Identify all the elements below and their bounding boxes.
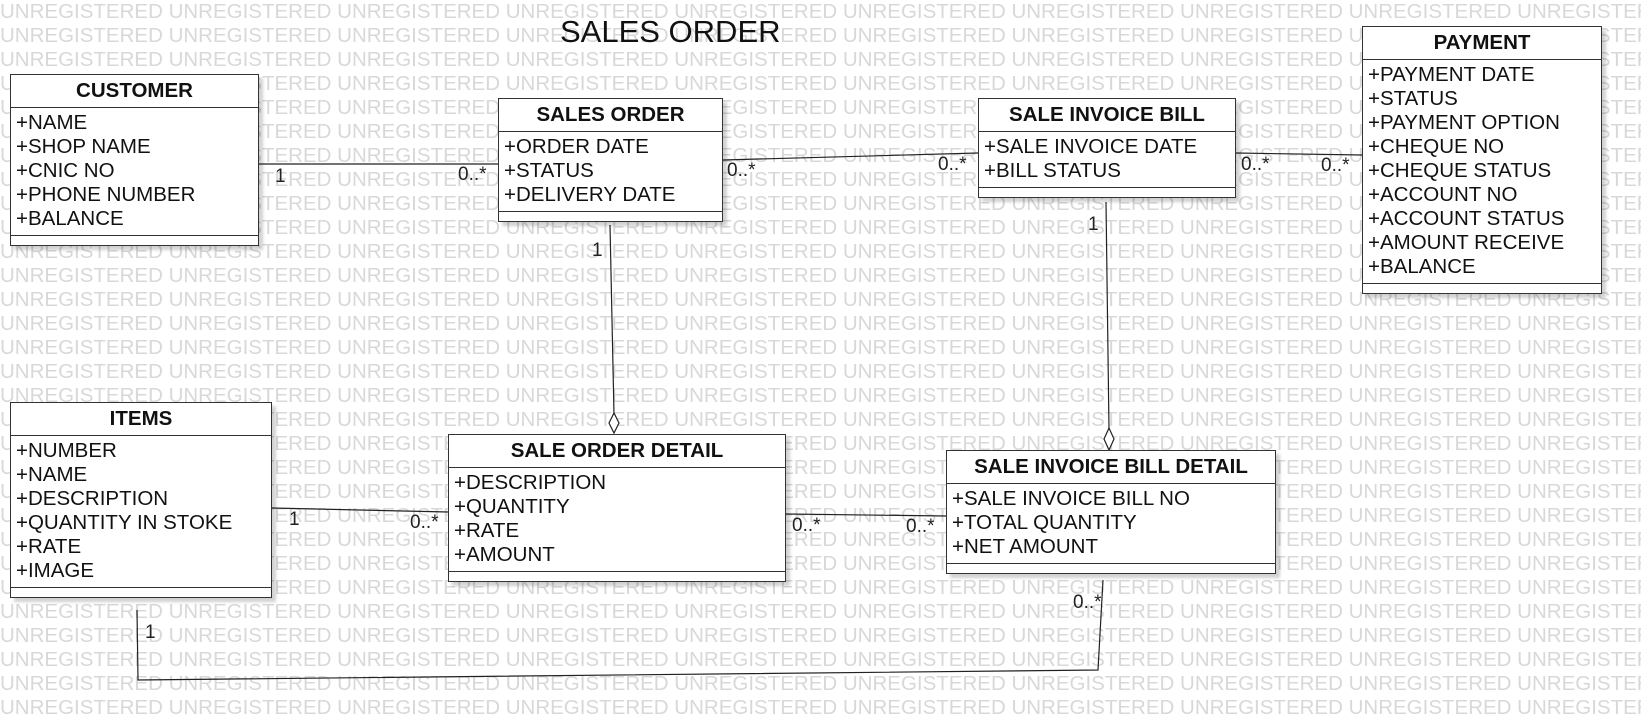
attribute: +NAME [16, 463, 88, 486]
attribute: +STATUS [1368, 87, 1458, 110]
attribute: +SHOP NAME [16, 135, 151, 158]
multiplicity-label: 0..* [1241, 154, 1270, 175]
aggregation-sales-order-sale-order-detail [609, 224, 615, 416]
attribute: +ORDER DATE [504, 135, 649, 158]
attribute-list: +ORDER DATE +STATUS +DELIVERY DATE [499, 132, 722, 212]
association-items-sale-order-detail [271, 507, 449, 513]
attribute: +DELIVERY DATE [504, 183, 676, 206]
attribute: +CHEQUE STATUS [1368, 159, 1552, 182]
association-items-sale-invoice-bill-detail [136, 579, 1104, 681]
aggregation-diamond-sale-order-detail [608, 411, 620, 435]
multiplicity-label: 0..* [410, 512, 439, 533]
multiplicity-label: 1 [275, 166, 286, 187]
attribute: +PAYMENT OPTION [1368, 111, 1560, 134]
operations-compartment [979, 188, 1235, 197]
attribute: +CHEQUE NO [1368, 135, 1505, 158]
attribute: +QUANTITY [454, 495, 570, 518]
multiplicity-label: 0..* [1073, 592, 1102, 613]
attribute: +PHONE NUMBER [16, 183, 196, 206]
attribute: +TOTAL QUANTITY [952, 511, 1137, 534]
attribute-list: +PAYMENT DATE +STATUS +PAYMENT OPTION +C… [1363, 60, 1601, 284]
attribute-list: +SALE INVOICE DATE +BILL STATUS [979, 132, 1235, 188]
attribute: +PAYMENT DATE [1368, 63, 1535, 86]
multiplicity-label: 0..* [938, 154, 967, 175]
attribute: +DESCRIPTION [454, 471, 607, 494]
attribute: +BILL STATUS [984, 159, 1121, 182]
attribute: +QUANTITY IN STOKE [16, 511, 233, 534]
attribute: +AMOUNT [454, 543, 555, 566]
class-name: CUSTOMER [11, 75, 258, 108]
class-sale-order-detail[interactable]: SALE ORDER DETAIL +DESCRIPTION +QUANTITY… [448, 434, 786, 582]
attribute: +RATE [454, 519, 520, 542]
attribute: +ACCOUNT STATUS [1368, 207, 1565, 230]
multiplicity-label: 0..* [727, 160, 756, 181]
attribute: +NUMBER [16, 439, 117, 462]
class-sale-invoice-bill-detail[interactable]: SALE INVOICE BILL DETAIL +SALE INVOICE B… [946, 450, 1276, 574]
multiplicity-label: 0..* [458, 164, 487, 185]
multiplicity-label: 0..* [1321, 155, 1350, 176]
class-name: SALE INVOICE BILL DETAIL [947, 451, 1275, 484]
operations-compartment [947, 564, 1275, 573]
attribute: +CNIC NO [16, 159, 115, 182]
attribute: +ACCOUNT NO [1368, 183, 1518, 206]
class-customer[interactable]: CUSTOMER +NAME +SHOP NAME +CNIC NO +PHON… [10, 74, 259, 246]
attribute: +RATE [16, 535, 82, 558]
attribute-list: +DESCRIPTION +QUANTITY +RATE +AMOUNT [449, 468, 785, 572]
attribute: +BALANCE [1368, 255, 1476, 278]
class-name: SALES ORDER [499, 99, 722, 132]
multiplicity-label: 1 [145, 622, 156, 643]
association-sale-order-detail-sale-invoice-bill-detail [785, 513, 947, 517]
class-items[interactable]: ITEMS +NUMBER +NAME +DESCRIPTION +QUANTI… [10, 402, 272, 598]
multiplicity-label: 1 [289, 509, 300, 530]
multiplicity-label: 1 [1088, 214, 1099, 235]
class-sales-order[interactable]: SALES ORDER +ORDER DATE +STATUS +DELIVER… [498, 98, 723, 222]
attribute: +SALE INVOICE BILL NO [952, 487, 1190, 510]
multiplicity-label: 1 [592, 240, 603, 261]
attribute-list: +NAME +SHOP NAME +CNIC NO +PHONE NUMBER … [11, 108, 258, 236]
class-name: SALE INVOICE BILL [979, 99, 1235, 132]
attribute-list: +NUMBER +NAME +DESCRIPTION +QUANTITY IN … [11, 436, 271, 588]
association-sales-order-sale-invoice-bill [722, 152, 979, 161]
attribute: +DESCRIPTION [16, 487, 169, 510]
attribute: +NAME [16, 111, 88, 134]
class-name: PAYMENT [1363, 27, 1601, 60]
class-payment[interactable]: PAYMENT +PAYMENT DATE +STATUS +PAYMENT O… [1362, 26, 1602, 294]
attribute-list: +SALE INVOICE BILL NO +TOTAL QUANTITY +N… [947, 484, 1275, 564]
attribute: +BALANCE [16, 207, 124, 230]
class-name: ITEMS [11, 403, 271, 436]
operations-compartment [1363, 284, 1601, 293]
association-sale-invoice-bill-payment [1235, 152, 1363, 156]
class-sale-invoice-bill[interactable]: SALE INVOICE BILL +SALE INVOICE DATE +BI… [978, 98, 1236, 198]
operations-compartment [499, 212, 722, 221]
attribute: +NET AMOUNT [952, 535, 1098, 558]
class-name: SALE ORDER DETAIL [449, 435, 785, 468]
operations-compartment [11, 588, 271, 597]
attribute: +STATUS [504, 159, 594, 182]
operations-compartment [449, 572, 785, 581]
attribute: +AMOUNT RECEIVE [1368, 231, 1565, 254]
diagram-title: SALES ORDER [560, 14, 781, 49]
multiplicity-label: 0..* [906, 516, 935, 537]
aggregation-sale-invoice-bill-sale-invoice-bill-detail [1105, 201, 1110, 431]
attribute: +IMAGE [16, 559, 95, 582]
attribute: +SALE INVOICE DATE [984, 135, 1198, 158]
aggregation-diamond-sale-invoice-bill-detail [1103, 426, 1115, 452]
multiplicity-label: 0..* [792, 515, 821, 536]
operations-compartment [11, 236, 258, 245]
